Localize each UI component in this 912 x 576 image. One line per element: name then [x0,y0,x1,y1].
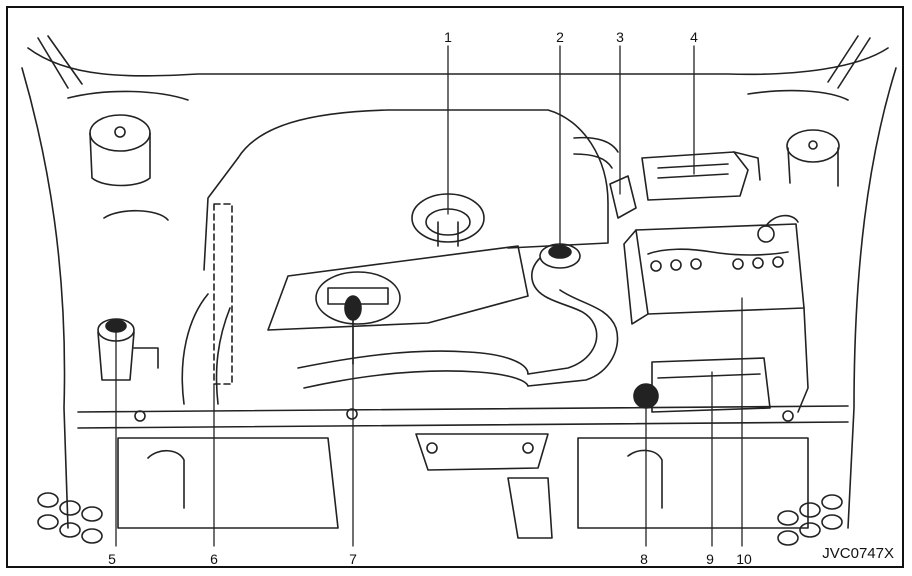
right-strut-tower [786,129,840,187]
callout-10: 10 [736,551,752,567]
figure-code: JVC0747X [822,545,894,562]
dashed-callout-box [213,203,233,385]
battery [623,214,805,325]
engine-compartment-diagram: 1 2 3 4 5 6 7 8 9 10 JVC0747X [6,6,904,568]
callout-7: 7 [349,551,357,567]
callout-3: 3 [616,29,624,45]
callout-9: 9 [706,551,714,567]
fuse-box [641,151,761,201]
brake-fluid-reservoir [97,318,159,381]
grille-pattern [37,492,843,546]
callout-6: 6 [210,551,218,567]
fender-outline [21,35,897,529]
battery-tray [651,307,809,413]
radiator-support [77,405,849,539]
hoses [181,289,619,405]
coolant-cap [531,243,581,299]
engine-bay-illustration [21,35,897,547]
callout-1: 1 [444,29,452,45]
leader-lines [115,45,743,547]
left-strut-tower [89,114,169,221]
engine-cover [203,109,609,331]
callout-2: 2 [556,29,564,45]
air-intake [573,136,637,219]
callout-8: 8 [640,551,648,567]
callout-4: 4 [690,29,698,45]
callout-5: 5 [108,551,116,567]
